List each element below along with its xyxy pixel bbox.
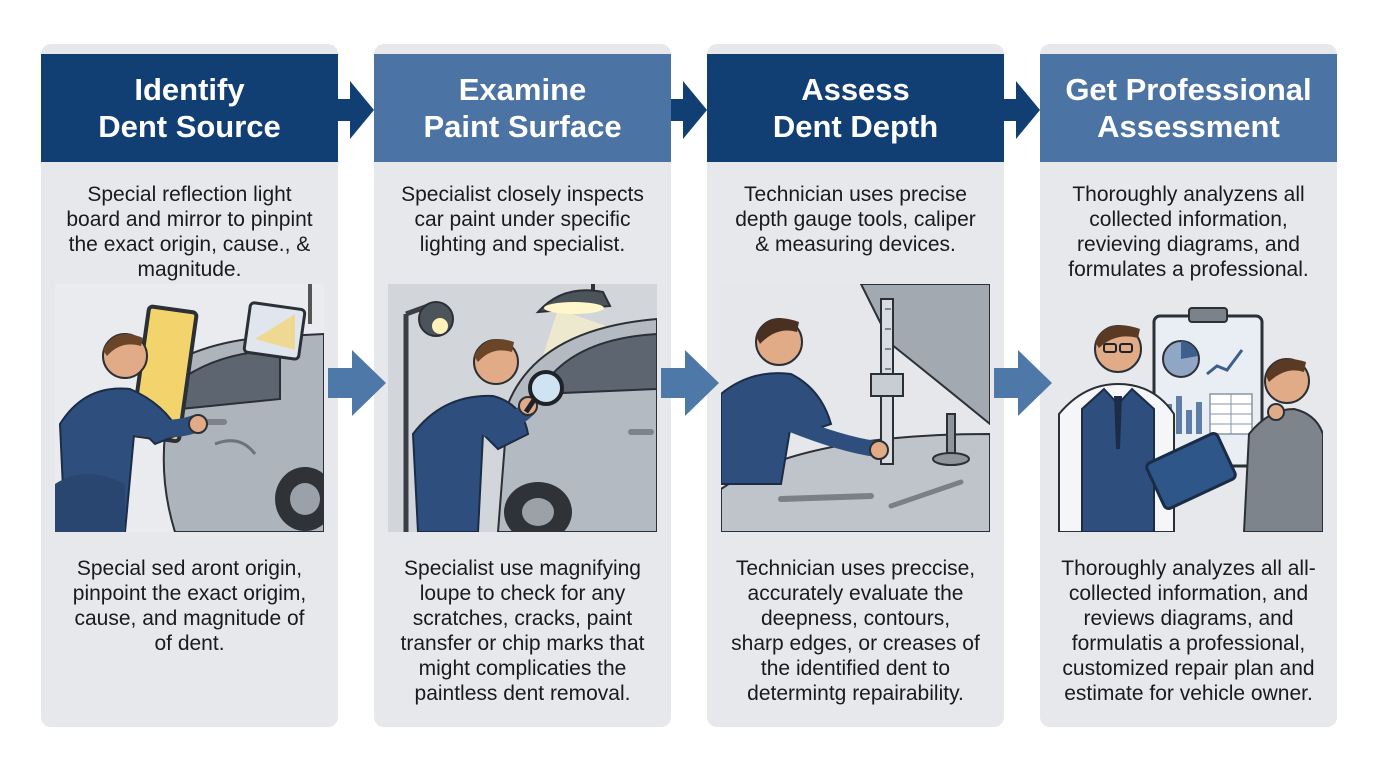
step-title: Identify Dent Source <box>98 72 281 144</box>
step-detail: Specialist use magnifying loupe to check… <box>400 557 645 705</box>
step-detail: Thoroughly analyzes all all- collected i… <box>1061 557 1316 705</box>
consultation-clipboard-illustration <box>1054 284 1323 532</box>
step-summary: Specialist closely inspects car paint un… <box>401 183 644 256</box>
step-title: Get Professional Assessment <box>1065 72 1312 144</box>
step-header: Examine Paint Surface <box>374 54 671 162</box>
depth-gauge-illustration <box>721 284 990 532</box>
flow-arrow-3-icon <box>994 350 1052 416</box>
step-summary: Technician uses precise depth gauge tool… <box>735 183 976 256</box>
step-card-professional: Get Professional Assessment Thoroughly a… <box>1040 44 1337 727</box>
step-summary: Special reflection light board and mirro… <box>66 183 313 281</box>
step-detail: Special sed aront origin, pinpoint the e… <box>72 557 307 655</box>
step-card-examine: Examine Paint Surface Specialist closely… <box>374 44 671 727</box>
paint-loupe-illustration <box>388 284 657 532</box>
header-arrow-1-icon <box>338 81 374 139</box>
header-arrow-3-icon <box>1004 81 1040 139</box>
step-header: Assess Dent Depth <box>707 54 1004 162</box>
step-detail: Technician uses preccise, accurately eva… <box>731 557 980 705</box>
step-title: Assess Dent Depth <box>772 72 939 144</box>
car-dent-mirror-illustration <box>55 284 324 532</box>
step-summary: Thoroughly analyzens all collected infor… <box>1068 183 1309 281</box>
header-arrow-2-icon <box>671 81 707 139</box>
step-card-identify: Identify Dent Source Special reflection … <box>41 44 338 727</box>
step-card-assess: Assess Dent Depth Technician uses precis… <box>707 44 1004 727</box>
step-title: Examine Paint Surface <box>423 72 622 144</box>
step-header: Identify Dent Source <box>41 54 338 162</box>
step-header: Get Professional Assessment <box>1040 54 1337 162</box>
flow-arrow-1-icon <box>328 350 386 416</box>
flow-arrow-2-icon <box>661 350 719 416</box>
